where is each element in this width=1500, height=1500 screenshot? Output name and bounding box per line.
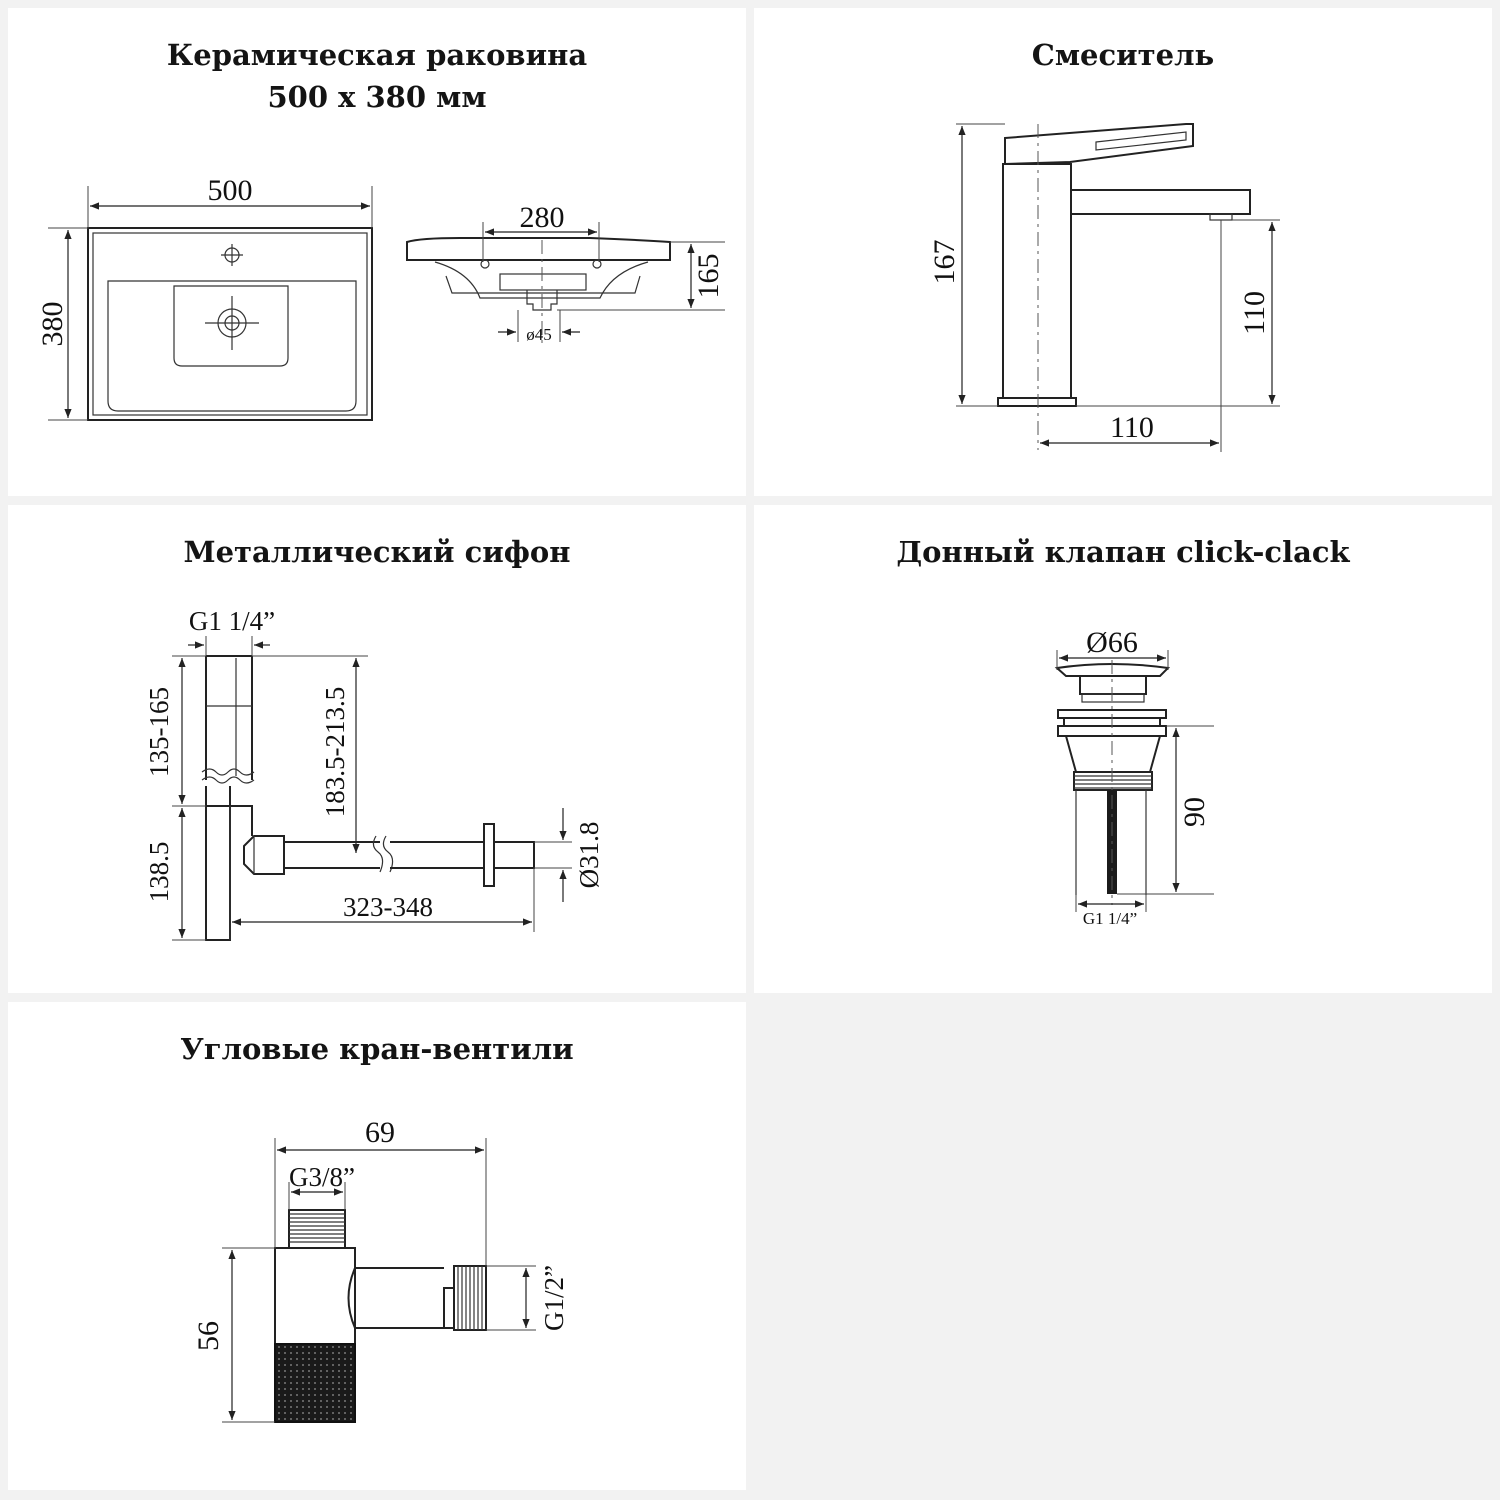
faucet-title: Смеситель <box>1031 38 1215 72</box>
sink-height-label: 165 <box>692 254 725 299</box>
sink-width-label: 500 <box>208 174 253 207</box>
sink-title-line1: Керамическая раковина <box>166 38 588 72</box>
siphon-drawing: G1 1/4” 135-165 138.5 183.5-213.5 323-34… <box>144 606 604 941</box>
panel-faucet: Смеситель 167 110 110 <box>754 8 1492 496</box>
angle-valve-length-label: 69 <box>365 1116 395 1149</box>
drain-valve-drawing: Ø66 90 G1 1/4” <box>1054 626 1214 928</box>
sink-title-line2: 500 x 380 мм <box>267 80 487 114</box>
siphon-lower-label: 138.5 <box>144 842 174 903</box>
angle-valve-title: Угловые кран-вентили <box>180 1032 574 1066</box>
panel-angle-valve: Угловые кран-вентили 69 G3/8” <box>8 1002 746 1490</box>
panel-siphon: Металлический сифон <box>8 505 746 993</box>
siphon-upper-label: 135-165 <box>144 687 174 777</box>
faucet-drawing: 167 110 110 <box>928 123 1280 452</box>
siphon-pipe-diameter-label: Ø31.8 <box>574 822 604 889</box>
siphon-body <box>201 655 535 941</box>
siphon-thread-label: G1 1/4” <box>189 606 275 636</box>
sink-title: Керамическая раковина 500 x 380 мм <box>8 34 746 118</box>
sink-side-view <box>406 237 671 345</box>
panel-sink: Керамическая раковина 500 x 380 мм 500 3… <box>8 8 746 496</box>
drain-valve-cap-label: Ø66 <box>1086 626 1138 659</box>
panel-drain-valve: Донный клапан click-clack Ø66 <box>754 505 1492 993</box>
sink-depth-label: 380 <box>36 302 69 347</box>
angle-valve-inlet-thread-label: G3/8” <box>289 1162 355 1192</box>
angle-valve-drawing: 69 G3/8” 56 G1/2” <box>192 1116 569 1423</box>
drain-valve-height-label: 90 <box>1178 797 1211 827</box>
sink-drain-label: ø45 <box>526 325 552 344</box>
siphon-title: Металлический сифон <box>183 535 571 569</box>
sink-top-view <box>87 227 373 421</box>
angle-valve-outlet-thread-label: G1/2” <box>539 1265 569 1331</box>
faucet-body <box>997 123 1251 450</box>
siphon-length-label: 323-348 <box>343 892 433 922</box>
sink-drawing: 500 380 280 165 ø45 <box>36 174 725 421</box>
faucet-height-label: 167 <box>928 240 961 285</box>
drain-valve-body <box>1054 660 1171 905</box>
faucet-spout-height-label: 110 <box>1238 291 1271 335</box>
siphon-outlet-height-label: 183.5-213.5 <box>320 687 350 818</box>
drain-valve-title: Донный клапан click-clack <box>896 535 1350 569</box>
sink-hole-spacing-label: 280 <box>520 201 565 234</box>
angle-valve-body <box>274 1209 487 1423</box>
faucet-reach-label: 110 <box>1110 411 1154 444</box>
angle-valve-height-label: 56 <box>192 1321 225 1351</box>
drain-valve-thread-label: G1 1/4” <box>1083 909 1137 928</box>
